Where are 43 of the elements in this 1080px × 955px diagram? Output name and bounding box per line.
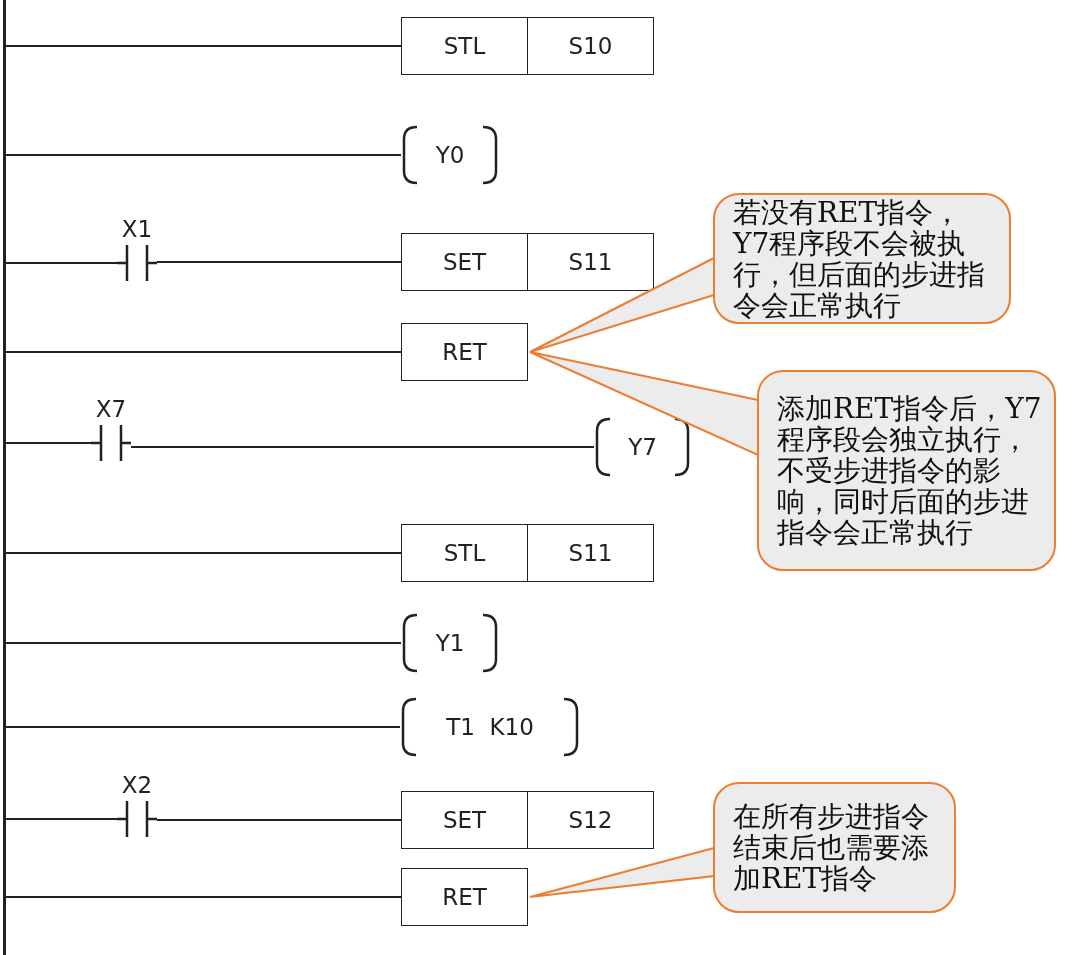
output-coil (401, 125, 499, 185)
wire (156, 819, 402, 821)
instruction-text: SET (441, 248, 488, 277)
wire (5, 552, 402, 554)
instruction-text: SET (441, 806, 488, 835)
wire (5, 154, 402, 156)
callout-pointer (529, 846, 715, 898)
callout-bubble: 添加RET指令后，Y7程序段会独立执行，不受步进指令的影响，同时后面的步进指令会正常执行 (757, 370, 1056, 571)
callout-bubble: 在所有步进指令结束后也需要添加RET指令 (713, 782, 956, 913)
coil-label: Y0 (434, 141, 466, 170)
instruction-box (401, 17, 654, 75)
instruction-box (401, 791, 654, 849)
wire (5, 726, 401, 728)
wire (5, 45, 402, 47)
contact-label: X2 (120, 772, 154, 798)
output-coil (594, 417, 691, 477)
operand-text: S11 (527, 525, 653, 581)
wire (5, 351, 402, 353)
operand-text: S10 (527, 18, 653, 74)
power-rail (3, 0, 6, 955)
instruction-text: STL (442, 32, 487, 61)
callout-pointer (529, 256, 715, 353)
wire (156, 261, 402, 263)
output-coil (401, 613, 499, 673)
wire (130, 446, 595, 448)
instruction-box (401, 233, 654, 291)
contact-label: X7 (94, 396, 128, 422)
instruction-text: STL (442, 539, 487, 568)
coil-label: Y7 (627, 433, 658, 462)
wire (5, 642, 402, 644)
wire (5, 442, 92, 444)
coil-label: T1 K10 (445, 713, 535, 742)
coil-label: Y1 (434, 629, 466, 658)
instruction-box: RET (401, 868, 528, 926)
wire (5, 818, 118, 820)
callout-pointer (529, 351, 759, 457)
instruction-box (401, 524, 654, 582)
output-coil (400, 697, 580, 757)
wire (5, 896, 402, 898)
operand-text: S12 (527, 792, 653, 848)
contact-label: X1 (120, 216, 154, 242)
instruction-box: RET (401, 323, 528, 381)
wire (5, 262, 118, 264)
